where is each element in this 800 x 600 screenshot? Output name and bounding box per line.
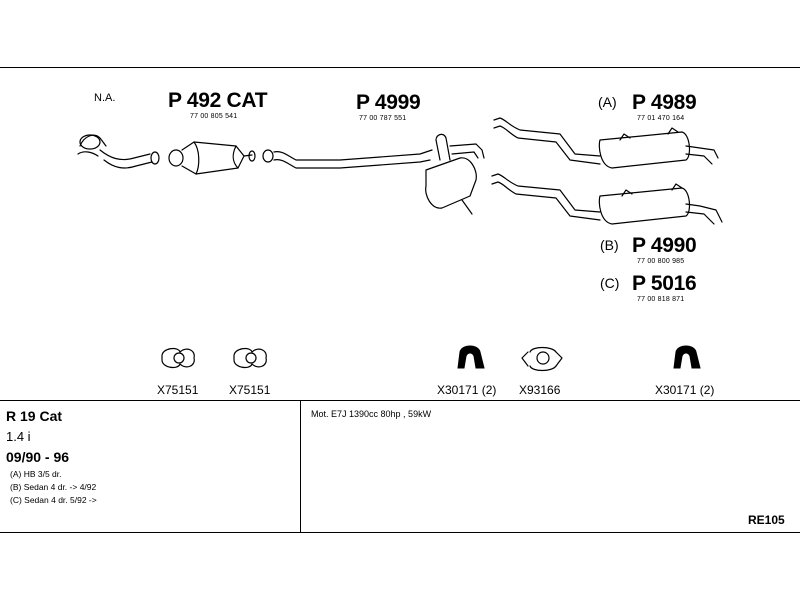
part-name-p4989: P 4989 [632, 91, 697, 114]
reference-code: RE105 [748, 513, 785, 527]
part-oem-p4989: 77 01 470 164 [637, 115, 685, 122]
front-downpipe [77, 134, 160, 169]
accessory-code: X75151 [157, 383, 199, 397]
variant-label-c: (C) [600, 275, 620, 291]
na-label: N.A. [94, 92, 116, 104]
middle-silencer [273, 133, 485, 215]
rear-silencer-b [491, 173, 723, 225]
catalytic-converter [168, 141, 256, 175]
vehicle-model: R 19 Cat [6, 408, 63, 424]
variant-label-a: (A) [598, 94, 617, 110]
variant-label-b: (B) [600, 237, 619, 253]
part-oem-p4990: 77 00 800 985 [637, 258, 685, 265]
vehicle-variant: (A) HB 3/5 dr. [10, 469, 62, 479]
clamp-icon [521, 346, 563, 372]
gasket-icon [161, 347, 195, 369]
vehicle-engine: 1.4 i [6, 429, 31, 444]
part-oem-p4999: 77 00 787 551 [359, 115, 407, 122]
vehicle-variant: (B) Sedan 4 dr. -> 4/92 [10, 482, 97, 492]
part-name-p4999: P 4999 [356, 91, 421, 114]
part-oem-p5016: 77 00 818 871 [637, 296, 685, 303]
accessory-code: X93166 [519, 383, 561, 397]
rubber-hanger-icon [457, 345, 485, 369]
vehicle-variant: (C) Sedan 4 dr. 5/92 -> [10, 495, 97, 505]
gasket-icon [233, 347, 267, 369]
motor-spec: Mot. E7J 1390cc 80hp , 59kW [311, 409, 432, 419]
part-name-p4990: P 4990 [632, 234, 697, 257]
divider-vertical [300, 400, 301, 533]
inline-gasket [262, 149, 274, 163]
accessory-code: X30171 (2) [437, 383, 497, 397]
divider-horizontal [0, 400, 800, 401]
part-oem-p492: 77 00 805 541 [190, 113, 238, 120]
vehicle-years: 09/90 - 96 [6, 449, 70, 465]
rubber-hanger-icon [673, 345, 701, 369]
part-name-p5016: P 5016 [632, 272, 697, 295]
accessory-code: X30171 (2) [655, 383, 715, 397]
part-name-p492: P 492 CAT [168, 89, 268, 112]
accessory-code: X75151 [229, 383, 271, 397]
rear-silencer-a [493, 117, 719, 169]
diagram-frame [0, 67, 800, 533]
